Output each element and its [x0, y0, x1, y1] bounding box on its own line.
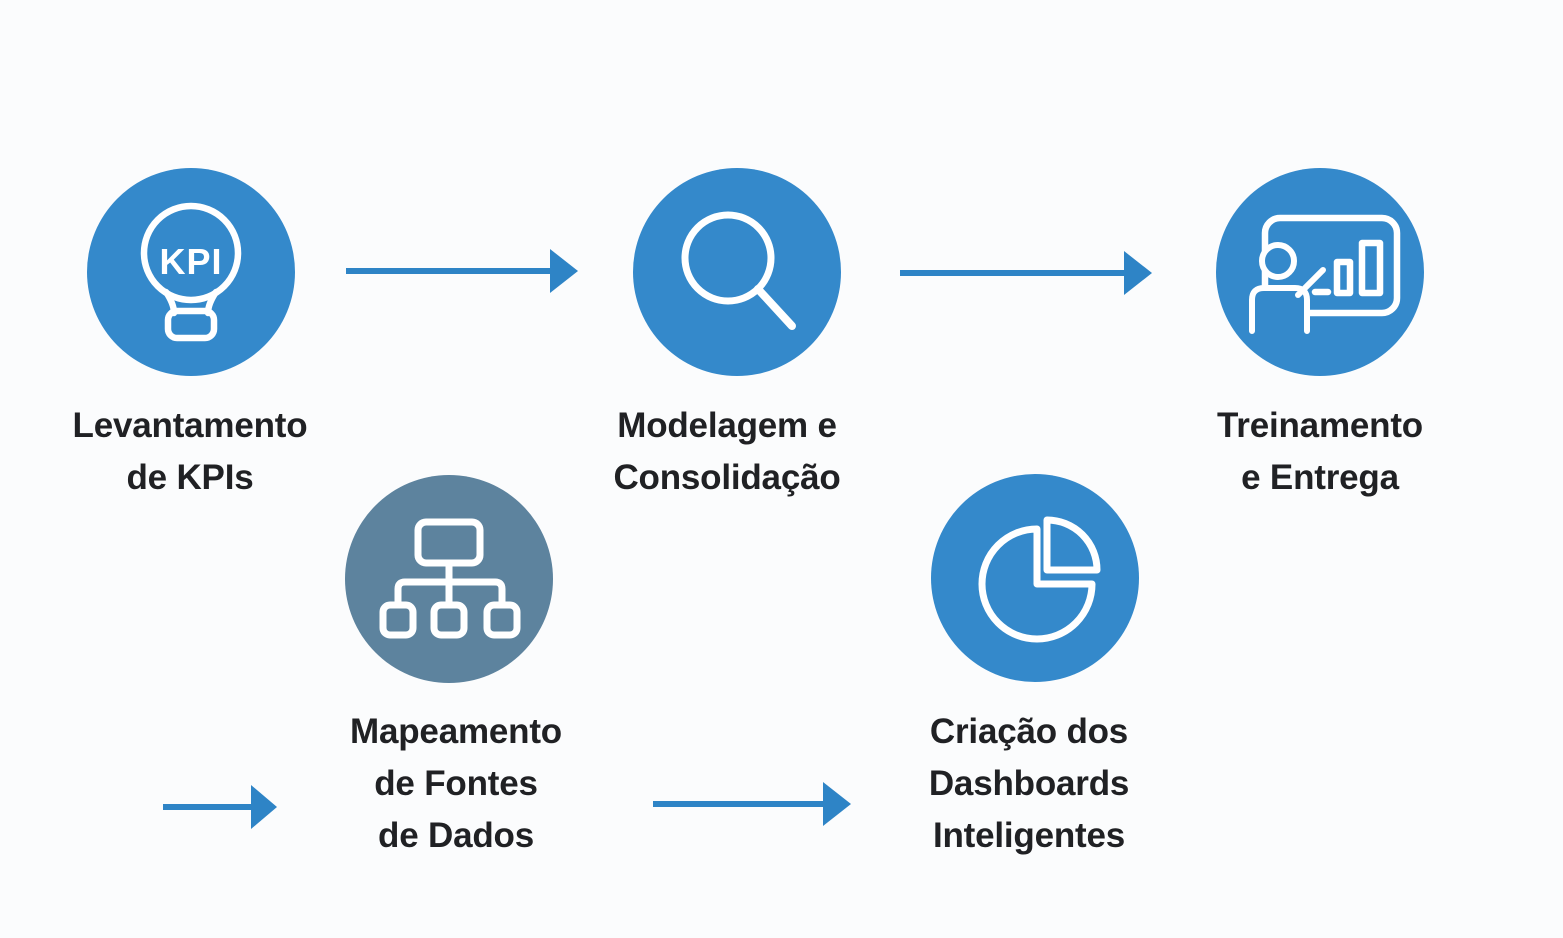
step-node-mapeamento-fontes	[345, 475, 553, 683]
kpi-lightbulb-icon	[140, 202, 242, 342]
step-label-treinamento-entrega: Treinamento e Entrega	[1217, 406, 1423, 497]
flow-arrow-icon-3	[163, 785, 277, 829]
kpi-icon-label: KPI	[159, 241, 222, 282]
presentation-chart-icon	[1261, 214, 1401, 317]
flow-arrow-icon-4	[653, 782, 851, 826]
flow-arrow-icon-1	[346, 249, 578, 293]
flow-arrow-icon-2	[900, 251, 1152, 295]
step-label-modelagem-consolidacao: Modelagem e Consolidação	[613, 406, 841, 497]
sitemap-icon	[379, 518, 521, 639]
step-node-criacao-dashboards	[931, 474, 1139, 682]
step-label-mapeamento-fontes: Mapeamento de Fontes de Dados	[350, 712, 562, 855]
step-node-modelagem-consolidacao	[633, 168, 841, 376]
magnifier-icon	[681, 211, 796, 330]
presenter-person-icon	[1249, 242, 1310, 334]
step-node-levantamento-kpis: KPI	[87, 168, 295, 376]
node-circle	[87, 168, 295, 376]
step-node-treinamento-entrega	[1216, 168, 1424, 376]
step-label-criacao-dashboards: Criação dos Dashboards Inteligentes	[928, 712, 1130, 855]
step-label-levantamento-kpis: Levantamento de KPIs	[72, 406, 308, 497]
node-circle	[633, 168, 841, 376]
presenter-pointer-arm	[1295, 267, 1326, 298]
pie-chart-icon	[978, 516, 1101, 643]
